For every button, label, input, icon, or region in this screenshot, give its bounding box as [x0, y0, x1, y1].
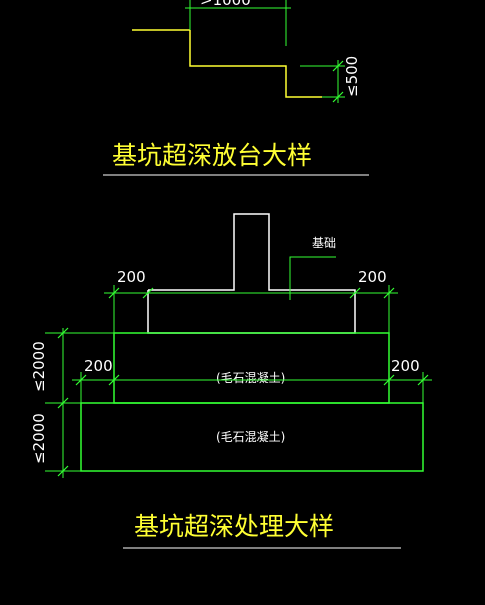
- foundation-leader: [289, 256, 336, 300]
- tick-low-2: [108, 374, 120, 386]
- height-tick-bottom: [332, 91, 344, 103]
- tick-low-3: [383, 374, 395, 386]
- tick-depth-2: [57, 397, 69, 409]
- lower-concrete-layer: [80, 402, 424, 472]
- bottom-detail: (毛石混凝土) (毛石混凝土) 基础 200 200 200 200: [30, 213, 432, 549]
- foundation-outline: [147, 213, 356, 334]
- top-title: 基坑超深放台大样: [112, 141, 312, 170]
- top-detail: >1000 ≤500 基坑超深放台大样: [103, 0, 369, 176]
- depth-lower-text: ≤2000: [30, 413, 48, 464]
- bottom-title: 基坑超深处理大样: [134, 512, 334, 541]
- offset-dim-left-text: 200: [117, 268, 146, 286]
- foundation-label: 基础: [312, 236, 336, 250]
- tick-depth-1: [57, 327, 69, 339]
- offset-dim-right-text: 200: [358, 268, 387, 286]
- height-tick-top: [332, 60, 344, 72]
- upper-layer-label: (毛石混凝土): [216, 370, 285, 385]
- tick-low-4: [417, 374, 429, 386]
- offset-dim-right-lower-text: 200: [391, 357, 420, 375]
- depth-upper-text: ≤2000: [30, 341, 48, 392]
- upper-concrete-layer: [113, 332, 390, 404]
- tick-top-2: [142, 287, 154, 299]
- tick-depth-3: [57, 465, 69, 477]
- tick-top-3: [349, 287, 361, 299]
- tick-top-4: [383, 287, 395, 299]
- tick-top-1: [108, 287, 120, 299]
- step-profile: [189, 30, 322, 98]
- lower-layer-label: (毛石混凝土): [216, 429, 285, 444]
- width-dim-text: >1000: [200, 0, 251, 9]
- offset-dim-left-lower-text: 200: [84, 357, 113, 375]
- height-dim-text: ≤500: [343, 56, 361, 97]
- tick-low-1: [75, 374, 87, 386]
